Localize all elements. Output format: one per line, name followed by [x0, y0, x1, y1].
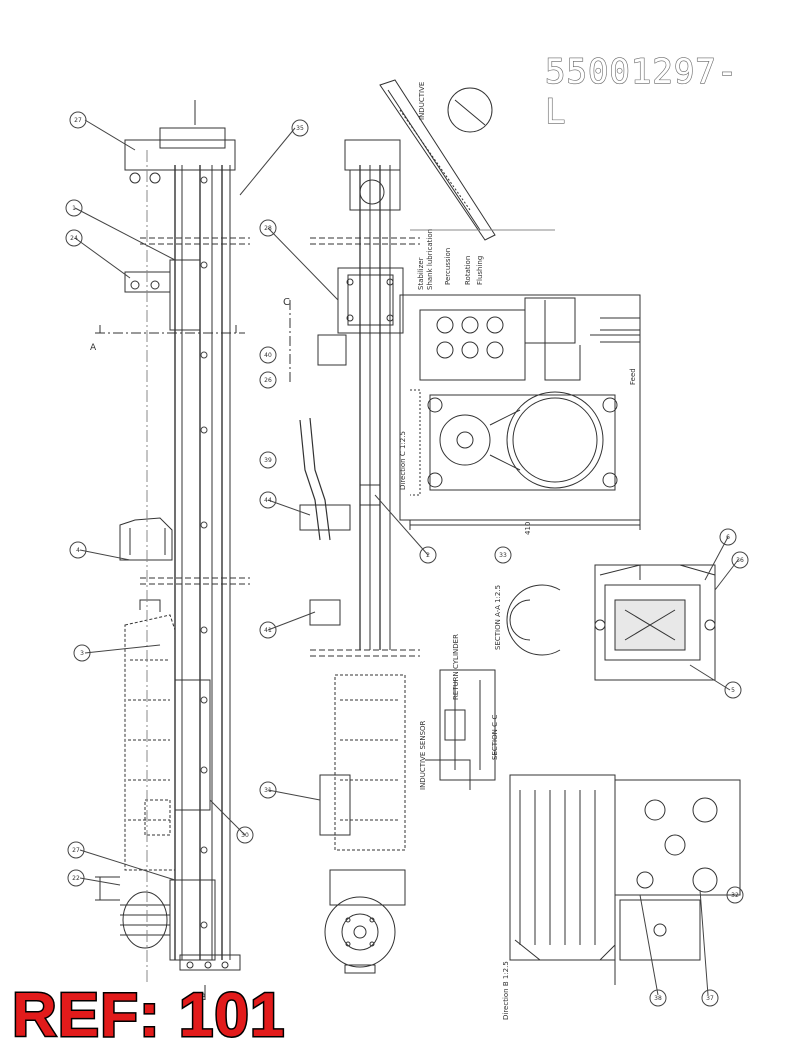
balloon-label: 36 [736, 557, 744, 564]
balloon-label: 30 [241, 832, 249, 839]
balloon-label: 27 [74, 117, 82, 124]
direction-c-label: Direction C 1:2.5 [399, 431, 407, 490]
balloon-label: 1 [72, 205, 76, 212]
rotation-label: Rotation [464, 256, 472, 285]
balloon-labels: 27 1 24 4 3 22 27 35 30 31 2 5 6 36 37 3… [70, 117, 744, 1002]
balloon-label: 5 [731, 687, 735, 694]
feed-beam-side-view [95, 100, 250, 1000]
section-aa-view [506, 564, 716, 681]
view-a-marker: A [90, 343, 97, 353]
balloon-label: 31 [264, 787, 272, 794]
balloon-label: 3 [80, 650, 84, 657]
rig-isometric-view [379, 79, 555, 241]
direction-b-label: Direction B 1:2.5 [502, 961, 510, 1020]
section-aa-label: SECTION A-A 1:2.5 [494, 585, 502, 650]
balloon-label: 38 [654, 995, 662, 1002]
balloon-label: 28 [264, 225, 272, 232]
balloon-label: 27 [72, 847, 80, 854]
ref-label: REF: 101 [10, 981, 286, 1050]
direction-b-view [509, 774, 741, 985]
return-cylinder-label: RETURN CYLINDER [452, 634, 460, 700]
view-b-marker: B [200, 993, 206, 1003]
balloon-label: 44 [264, 497, 272, 504]
drawing-number: 55001297-L [544, 51, 739, 132]
balloon-label: 33 [499, 552, 507, 559]
view-c-marker: C [283, 297, 290, 308]
balloon-label: 22 [72, 875, 80, 882]
balloon-label: 37 [706, 995, 714, 1002]
percussion-label: Percussion [444, 248, 452, 285]
inductive-label: INDUCTIVE [418, 82, 426, 120]
balloon-label: 32 [731, 892, 739, 899]
part-balloons [65, 111, 749, 1007]
balloon [69, 111, 87, 129]
balloon-label: 26 [264, 377, 272, 384]
balloon-label: 2 [426, 552, 430, 559]
feed-label: Feed [629, 368, 637, 385]
balloon-label: 39 [264, 457, 272, 464]
dimension-410: 410 [524, 522, 532, 535]
feed-front-view [289, 139, 420, 974]
balloon-label: 35 [296, 125, 304, 132]
flushing-label: Flushing [476, 256, 484, 285]
balloon-label: 6 [726, 534, 730, 541]
direction-c-view [399, 294, 641, 530]
stabilizer-label: Stabilizer [417, 257, 425, 290]
balloon-label: 41 [264, 627, 272, 634]
inductive-sensor-label: INDUCTIVE SENSOR [419, 720, 427, 790]
shank-lubrication-label: Shank lubrication [426, 229, 434, 290]
balloon-label: 40 [264, 352, 272, 359]
balloon-label: 24 [70, 235, 78, 242]
section-cc-label: SECTION C-C [491, 715, 499, 760]
balloon-label: 4 [76, 547, 80, 554]
section-cc-view [425, 669, 496, 790]
